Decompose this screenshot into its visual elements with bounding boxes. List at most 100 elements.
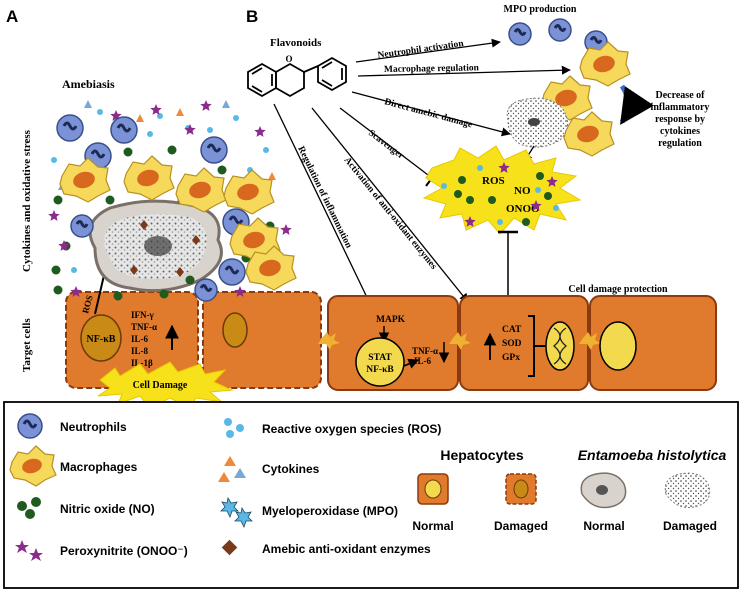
cytokine-list: IFN-γ TNF-α IL-6 IL-8 IL-1β — [131, 310, 157, 368]
legend-ros: Reactive oxygen species (ROS) — [262, 422, 441, 436]
nitric-oxide-particle — [458, 176, 466, 184]
legend-hepatocyte-damaged-nucleus — [513, 479, 529, 499]
target-cells-label: Target cells — [21, 318, 33, 372]
legend-mpo-icon — [220, 496, 253, 529]
cell-damage-protection-label: Cell damage protection — [568, 284, 668, 295]
neutrophils-b — [508, 18, 608, 54]
nitric-oxide-particle — [105, 195, 115, 205]
macrophage-regulation-arrow — [357, 65, 571, 77]
cytokine-item: IL-1β — [131, 358, 153, 368]
ros-particle — [71, 267, 77, 273]
legend-hepatocytes: Hepatocytes — [440, 447, 523, 463]
legend-ameba-normal-nucleus — [596, 485, 608, 495]
nitric-oxide-particle — [544, 192, 552, 200]
cytokine-item: IL-8 — [131, 346, 149, 356]
antioxidant-activation-label: Activation of anti-oxidant enzymes — [342, 156, 439, 272]
mapk-label: MAPK — [376, 315, 406, 325]
macrophage — [563, 111, 615, 157]
nucleus-b3 — [599, 321, 637, 371]
legend-entamoeba: Entamoeba histolytica — [578, 447, 727, 463]
inhibition-bracket — [619, 84, 655, 125]
nitric-oxide-particle — [159, 289, 169, 299]
legend-macrophages: Macrophages — [60, 460, 138, 474]
nitric-oxide-particle — [522, 218, 530, 226]
neutrophil — [194, 278, 218, 302]
legend-neutrophil-icon — [17, 413, 43, 439]
nitric-oxide-particle — [113, 291, 123, 301]
macrophage — [59, 157, 111, 203]
nitric-oxide-particle — [536, 172, 544, 180]
burst-no: NO — [514, 185, 531, 197]
enzyme-gpx: GPx — [502, 353, 520, 363]
enzyme-cat: CAT — [502, 325, 522, 335]
ros-particle — [535, 187, 541, 193]
damaged-nucleus-2 — [222, 312, 248, 348]
nitric-oxide-particle — [53, 195, 63, 205]
junction-spark — [318, 332, 340, 350]
legend-ameba-damaged: Damaged — [663, 519, 717, 533]
nfkb-label-b: NF-κB — [366, 365, 394, 375]
ros-particle — [51, 157, 57, 163]
neutrophil — [110, 116, 138, 144]
cytokine-particle — [268, 172, 276, 180]
nucleus-b1 — [355, 337, 405, 387]
macrophage — [579, 41, 631, 87]
ros-particle — [207, 127, 213, 133]
nitric-oxide-particle — [454, 190, 462, 198]
legend-neutrophils: Neutrophils — [60, 420, 127, 434]
nitric-oxide-particle — [53, 285, 63, 295]
decrease-line: cytokines — [660, 126, 700, 137]
peroxynitrite-particle — [234, 286, 246, 297]
tnf-label-b: TNF-α — [412, 346, 438, 356]
peroxynitrite-particle — [530, 200, 542, 211]
nitric-oxide-particle — [217, 165, 227, 175]
cytokine-item: IFN-γ — [131, 310, 154, 320]
nitric-oxide-particle — [488, 196, 496, 204]
dna-helix-icon — [552, 327, 568, 365]
direct-amebic-damage-label: Direct amebic damage — [383, 97, 473, 130]
peroxynitrite-particle — [58, 240, 70, 251]
legend-no-icon — [17, 497, 41, 519]
legend-hep-damaged: Damaged — [494, 519, 548, 533]
decrease-line: response by — [655, 114, 705, 125]
damaged-ameba-nucleus-b — [528, 118, 540, 126]
peroxynitrite-particle — [150, 104, 162, 115]
neutrophil — [56, 114, 84, 142]
peroxynitrite-particle — [184, 124, 196, 135]
nitric-oxide-particle — [123, 147, 133, 157]
mpo-production-label: MPO production — [504, 4, 577, 15]
burst-onoo: ONOO — [506, 203, 540, 215]
macrophage — [123, 155, 175, 201]
legend-no: Nitric oxide (NO) — [60, 502, 155, 516]
enzyme-sod: SOD — [502, 339, 522, 349]
junction-spark — [579, 332, 601, 350]
nitric-oxide-particle — [51, 265, 61, 275]
legend-ros-icon — [224, 418, 244, 438]
junction-spark — [449, 332, 471, 350]
flavonoids-label: Flavonoids — [270, 37, 322, 49]
ros-label-a: ROS — [80, 294, 94, 314]
peroxynitrite-particle — [70, 286, 82, 297]
neutrophil — [218, 258, 246, 286]
nitric-oxide-particle — [185, 275, 195, 285]
legend-mpo: Myeloperoxidase (MPO) — [262, 504, 398, 518]
cytokine-item: IL-6 — [131, 334, 149, 344]
cytokine-item: TNF-α — [131, 322, 157, 332]
panel-b-label: B — [246, 7, 258, 26]
neutrophil-activation-arrow — [355, 38, 501, 63]
cytokine-particle — [136, 114, 144, 122]
legend-amebic: Amebic anti-oxidant enzymes — [262, 542, 431, 556]
peroxynitrite-particle — [546, 176, 558, 187]
cell-damage-label: Cell Damage — [133, 380, 188, 391]
legend-cytokines: Cytokines — [262, 462, 320, 476]
cytokine-particle — [84, 100, 92, 108]
nitric-oxide-particle — [466, 196, 474, 204]
macrophage — [223, 169, 275, 215]
ros-particle — [553, 205, 559, 211]
scavenger-label: Scavenger — [366, 128, 406, 162]
ros-particle — [233, 115, 239, 121]
nucleus-b2 — [545, 321, 575, 371]
legend-onoo-icon — [15, 540, 43, 561]
